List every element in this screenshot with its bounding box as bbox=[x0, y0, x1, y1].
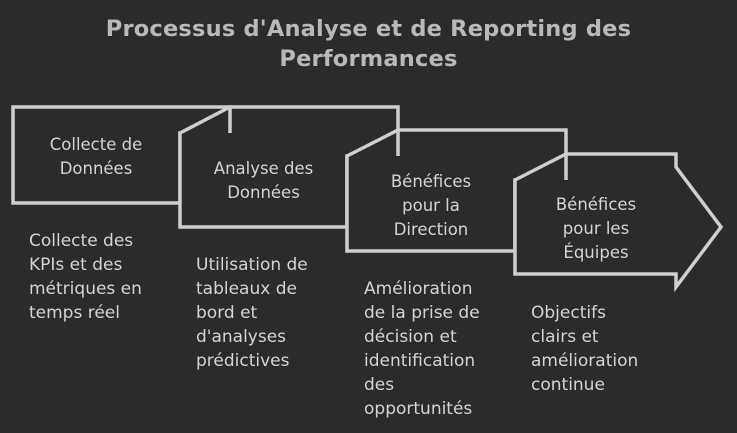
step-4-description-line: amélioration bbox=[531, 351, 639, 371]
diagram-title: Processus d'Analyse et de Reporting des … bbox=[105, 16, 632, 72]
step-2-description: Utilisation de tableaux de bord et d'analys… bbox=[196, 253, 346, 373]
step-3-label-line: pour la bbox=[402, 196, 460, 215]
step-1-description-line: temps réel bbox=[29, 303, 120, 323]
step-3-description-line: des bbox=[364, 375, 395, 395]
step-3-label: Bénéfices pour la Direction bbox=[348, 170, 514, 242]
step-3-label-line: Bénéfices bbox=[390, 172, 472, 191]
step-4-description-line: Objectifs bbox=[531, 303, 606, 323]
step-3-description-line: Amélioration bbox=[364, 279, 473, 299]
step-4-label-line: pour les bbox=[562, 219, 630, 238]
step-1-description-line: métriques en bbox=[29, 279, 142, 299]
step-3-description-line: opportunités bbox=[364, 399, 473, 419]
step-3-description-line: de la prise de bbox=[364, 303, 480, 323]
step-3-description-line: identification bbox=[364, 351, 476, 371]
step-1-description-line: KPIs et des bbox=[29, 255, 123, 275]
step-2-label-line: Analyse des bbox=[213, 159, 314, 178]
step-3-description-line: décision et bbox=[364, 327, 457, 347]
step-2-description-line: prédictives bbox=[196, 351, 290, 371]
step-4-description: Objectifs clairs et amélioration continue bbox=[531, 301, 681, 397]
step-3-description: Amélioration de la prise de décision et ide… bbox=[364, 277, 514, 421]
step-3-label-line: Direction bbox=[393, 220, 469, 239]
step-2-description-line: d'analyses bbox=[196, 327, 287, 347]
step-4-label-line: Équipes bbox=[563, 243, 629, 262]
step-4-description-line: clairs et bbox=[531, 327, 599, 347]
step-1-description-line: Collecte des bbox=[29, 231, 134, 251]
step-2-description-line: tableaux de bbox=[196, 279, 297, 299]
step-2-description-line: Utilisation de bbox=[196, 255, 308, 275]
step-1-label-line: Données bbox=[59, 159, 133, 178]
step-4-label-line: Bénéfices bbox=[555, 195, 637, 214]
step-1-label-line: Collecte de bbox=[49, 135, 143, 154]
step-2-description-line: bord et bbox=[196, 303, 258, 323]
step-4-description-line: continue bbox=[531, 375, 605, 395]
step-1-label: Collecte de Données bbox=[14, 133, 178, 181]
step-4-arrow-shape bbox=[513, 152, 724, 293]
step-2-label-line: Données bbox=[227, 183, 300, 202]
